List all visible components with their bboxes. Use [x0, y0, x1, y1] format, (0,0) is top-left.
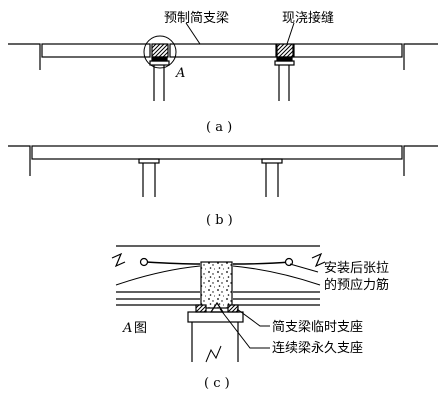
pier-2	[278, 65, 290, 101]
precast-beam-middle	[169, 43, 277, 58]
detail-marker-a: A	[175, 66, 185, 81]
pier-b-1	[142, 163, 156, 197]
cap-pier-1	[149, 60, 170, 66]
cast-joint-1	[151, 43, 169, 58]
temp-bearing-right	[227, 304, 239, 313]
label-detail-letter: A	[122, 321, 132, 336]
cap-pier-2	[274, 60, 295, 66]
left-abutment-b	[8, 145, 31, 176]
leader-temp-support	[236, 308, 270, 327]
detail-circle-a	[143, 35, 177, 69]
label-tendon-line1: 安装后张拉	[324, 261, 389, 276]
label-perm-support: 连续梁永久支座	[272, 340, 363, 356]
label-temp-support: 简支梁临时支座	[272, 319, 363, 335]
pier-b-2	[265, 163, 279, 197]
diagram-c	[111, 245, 326, 363]
continuous-beam	[31, 145, 403, 160]
label-cast-joint: 现浇接缝	[282, 10, 334, 26]
pier-c	[191, 322, 239, 362]
caption-b: ( b )	[206, 213, 233, 228]
prestress-tendon-lower	[115, 265, 321, 286]
right-abutment	[403, 43, 438, 70]
pier-break-mark	[205, 345, 222, 363]
leader-perm-support	[219, 308, 270, 349]
pier-cap-c	[187, 311, 244, 323]
bearing-b-1	[138, 158, 160, 164]
right-abutment-b	[403, 145, 438, 176]
caption-c: ( c )	[204, 376, 230, 391]
leader-tendon	[289, 263, 319, 273]
left-abutment	[8, 43, 41, 70]
break-mark-left	[111, 252, 126, 268]
break-mark-right	[311, 252, 326, 268]
caption-a: ( a )	[206, 120, 232, 135]
label-precast-beam: 预制简支梁	[164, 10, 229, 26]
anchor-left	[139, 257, 149, 267]
bearing-b-2	[261, 158, 283, 164]
cast-joint-2	[276, 43, 294, 58]
pier-1	[153, 65, 165, 101]
temp-bearing-left	[195, 304, 207, 313]
diagram-a	[8, 22, 438, 101]
diagram-b	[8, 145, 438, 197]
label-detail-word: 图	[134, 321, 147, 336]
leader-precast-beam	[185, 22, 201, 45]
precast-beam-left	[41, 43, 151, 58]
cast-joint-concrete	[200, 261, 233, 309]
precast-beam-right	[293, 43, 403, 58]
leader-cast-joint	[286, 22, 295, 45]
label-tendon-line2: 的预应力筋	[324, 277, 389, 293]
